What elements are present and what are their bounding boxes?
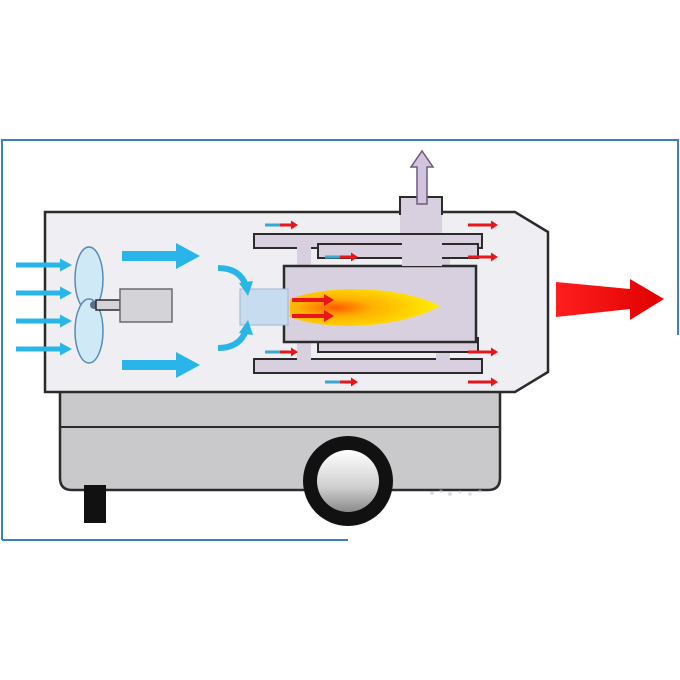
small-flow-arrow [468,220,498,230]
ground-marks [430,489,482,496]
small-flow-arrow [325,252,358,262]
intake-air-arrow [16,314,72,328]
frame [1,139,679,541]
fuel-tank [58,388,502,492]
small-flow-arrow [265,347,298,357]
hot-air-outlet-arrow-shape [556,279,664,320]
wheel [303,436,393,526]
small-flow-arrow [468,347,498,357]
deflector-air-arrow [217,320,253,351]
small-flow-arrow [265,220,298,230]
support-leg [84,485,106,523]
small-flow-arrow [468,252,498,262]
fan-air-arrow [122,352,200,378]
flame-arrow [292,294,334,306]
small-flow-arrow [468,377,498,387]
deflector-air-arrow [217,265,253,296]
small-flow-arrow [325,377,358,387]
intake-air-arrow [16,286,72,300]
hot-air-outlet-arrow [556,279,664,320]
intake-air-arrow [16,342,72,356]
heat-flow-arrows [265,220,498,387]
motor [95,288,173,323]
deflector-air-arrows [217,265,253,351]
intake-air-arrow [16,258,72,272]
exhaust-arrow [409,149,435,205]
intake-air-arrows [16,258,72,356]
fan-air-arrow [122,243,200,269]
fan-air-arrows [122,243,200,378]
flame-arrows [292,294,334,322]
flame-arrow [292,310,334,322]
exhaust-arrow-shape [409,149,435,205]
